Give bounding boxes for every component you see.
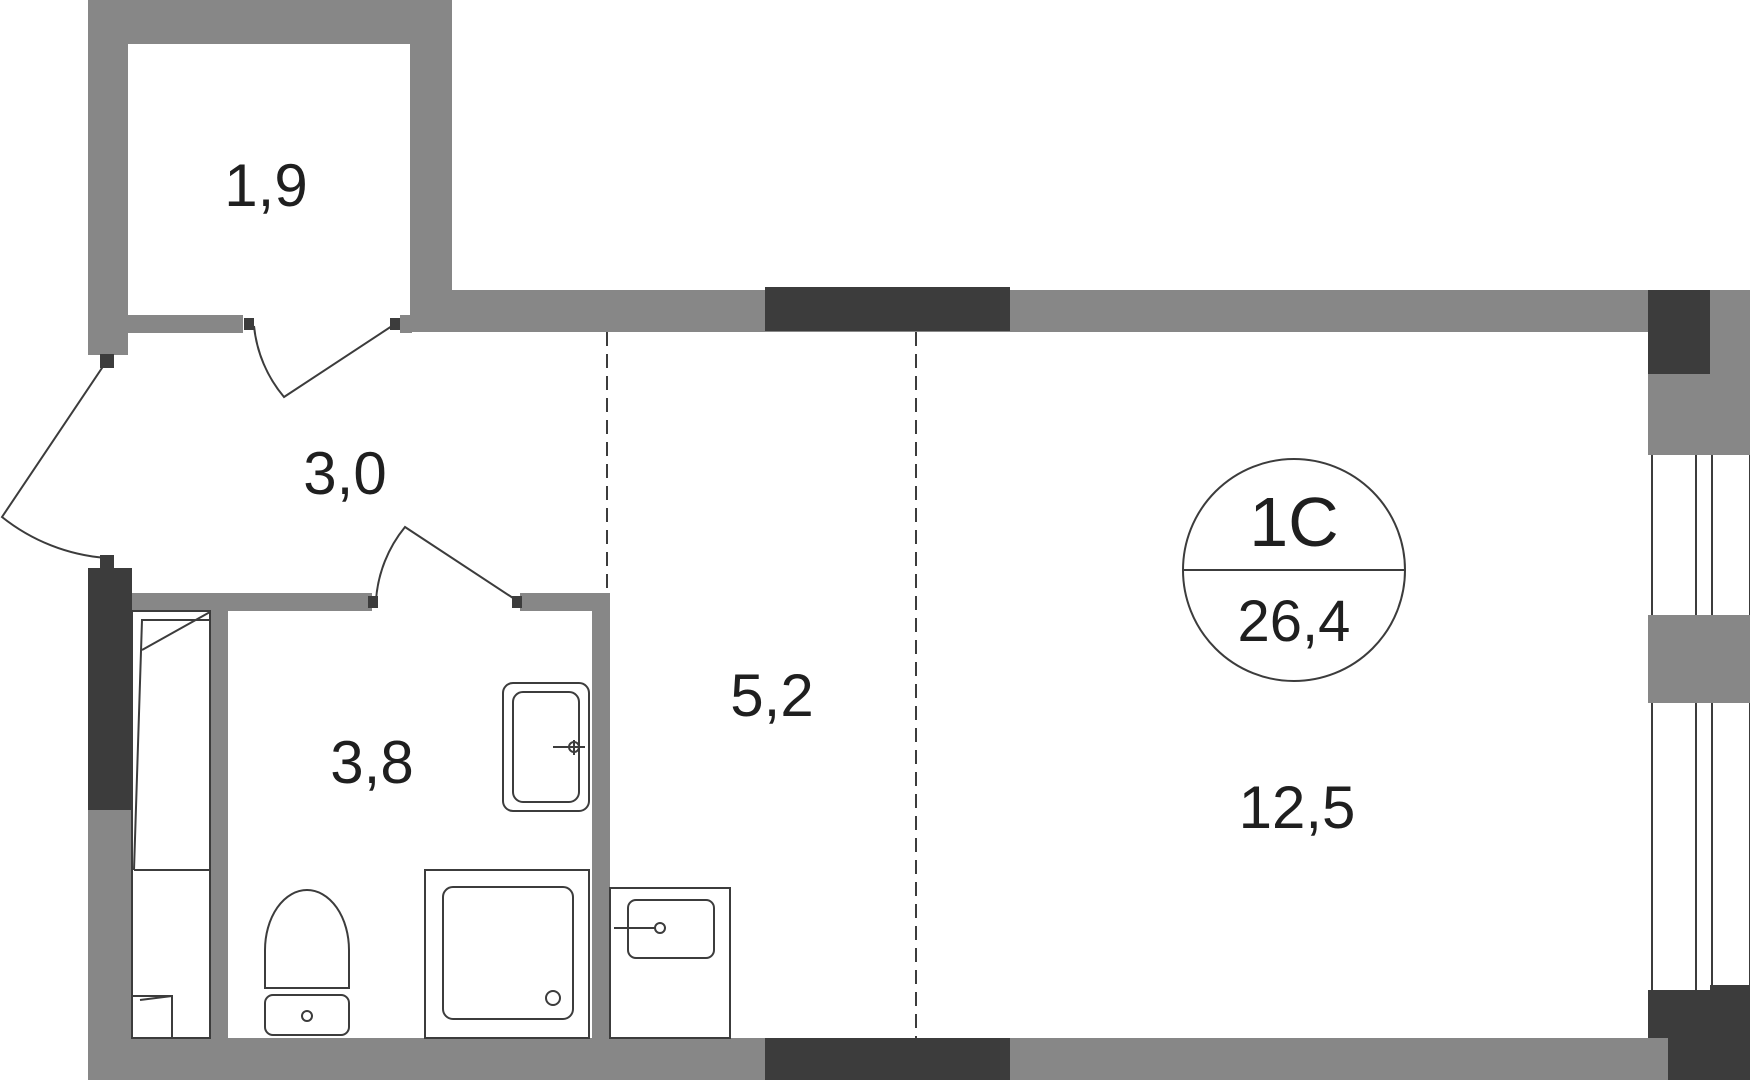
storage-area-label: 1,9 bbox=[224, 152, 307, 219]
window bbox=[1651, 455, 1750, 990]
load-bearing-wall-left bbox=[88, 568, 132, 810]
bathroom-area-label: 3,8 bbox=[330, 729, 413, 796]
apartment-badge: 1С 26,4 bbox=[1182, 458, 1406, 682]
apartment-type-label: 1С bbox=[1249, 483, 1338, 561]
total-area-label: 26,4 bbox=[1238, 589, 1351, 654]
kitchen-area-label: 5,2 bbox=[730, 662, 813, 729]
kitchen-sink bbox=[609, 887, 731, 1039]
walls bbox=[88, 0, 1750, 1080]
bathtub bbox=[131, 610, 211, 1039]
shower-tray bbox=[424, 869, 590, 1039]
hallway-area-label: 3,0 bbox=[303, 440, 386, 507]
load-bearing-wall-top bbox=[765, 287, 1010, 331]
living-room-area-label: 12,5 bbox=[1239, 774, 1356, 841]
load-bearing-wall-bottom bbox=[765, 1038, 1010, 1080]
doors bbox=[0, 325, 517, 601]
toilet bbox=[264, 889, 350, 1036]
washbasin-bathroom bbox=[502, 682, 590, 812]
